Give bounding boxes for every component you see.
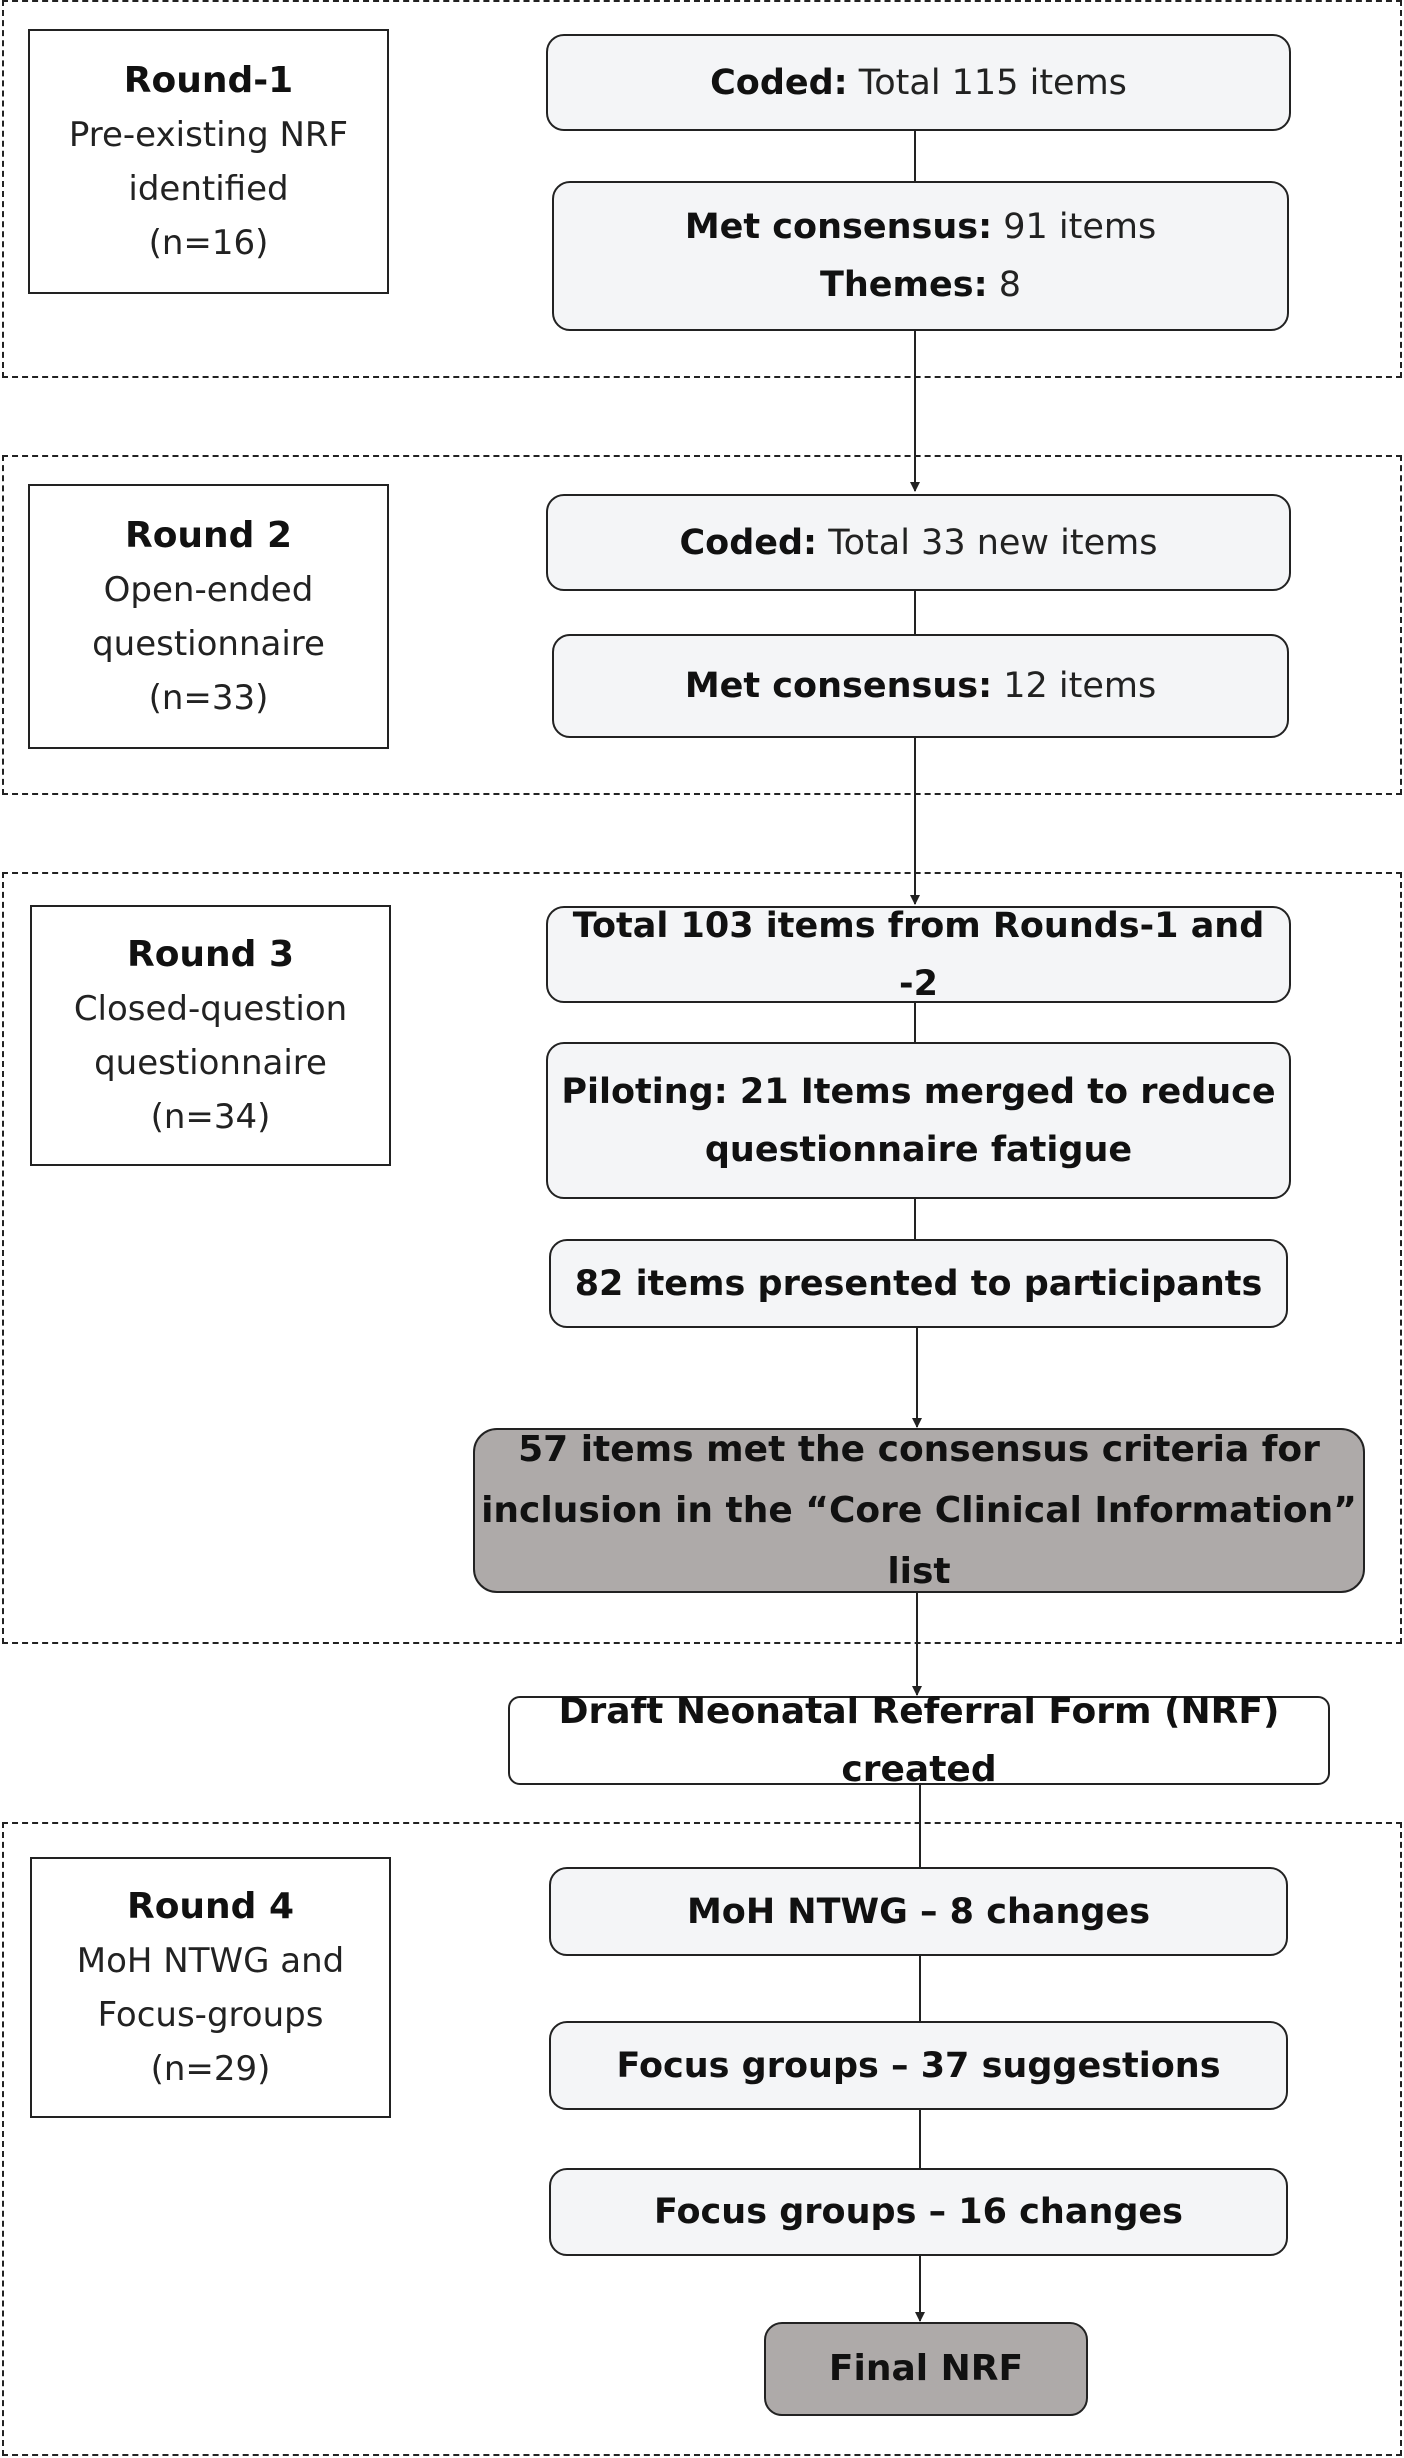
round-4-title: Round 4	[126, 1885, 295, 1927]
round-4-frame	[2, 1822, 1402, 2456]
coded-label: Coded:	[679, 522, 818, 563]
round-2-frame	[2, 455, 1402, 795]
met-consensus-label: Met consensus:	[684, 207, 993, 247]
met-consensus-value: 12 items	[992, 666, 1157, 706]
round-3-participants: (n=34)	[150, 1096, 271, 1137]
themes-value: 8	[987, 265, 1021, 305]
round-4-focus-changes-node: Focus groups – 16 changes	[549, 2168, 1288, 2256]
piloting-line-2: questionnaire fatigue	[704, 1129, 1133, 1170]
round-2-consensus-node: Met consensus: 12 items	[552, 634, 1289, 738]
round-1-consensus-node: Met consensus: 91 items Themes: 8	[552, 181, 1289, 331]
round-4-participants: (n=29)	[150, 2048, 271, 2089]
draft-nrf-node: Draft Neonatal Referral Form (NRF) creat…	[508, 1691, 1330, 1790]
coded-label: Coded:	[710, 62, 848, 103]
round-1-frame	[2, 0, 1402, 378]
round-4-moh-node: MoH NTWG – 8 changes	[549, 1867, 1288, 1956]
round-3-label: Round 3 Closed-question questionnaire (n…	[30, 905, 391, 1166]
round-1-title: Round-1	[123, 59, 294, 101]
piloting-line-1: Piloting: 21 Items merged to reduce	[561, 1071, 1276, 1112]
round-1-desc-line-2: identified	[128, 168, 289, 209]
moh-changes-text: MoH NTWG – 8 changes	[686, 1891, 1151, 1932]
criteria-line-1: 57 items met the consensus criteria for	[518, 1429, 1320, 1470]
round-2-desc-line-2: questionnaire	[92, 623, 325, 664]
met-consensus-value: 91 items	[992, 207, 1157, 247]
round-3-piloting-node: Piloting: 21 Items merged to reduce ques…	[546, 1042, 1291, 1199]
round-3-title: Round 3	[126, 933, 295, 975]
themes-label: Themes:	[820, 265, 988, 305]
round-4-desc-line-1: MoH NTWG and	[76, 1940, 345, 1981]
coded-value: Total 115 items	[847, 62, 1127, 103]
round-1-desc-line-1: Pre-existing NRF	[68, 114, 349, 155]
round-3-total-node: Total 103 items from Rounds-1 and -2	[546, 906, 1291, 1004]
round-3-consensus-criteria-node: 57 items met the consensus criteria for …	[473, 1428, 1365, 1593]
coded-value: Total 33 new items	[817, 522, 1158, 563]
round-4-label: Round 4 MoH NTWG and Focus-groups (n=29)	[30, 1857, 391, 2118]
round-1-coded-node: Coded: Total 115 items	[546, 34, 1291, 131]
total-items-text: Total 103 items from Rounds-1 and -2	[572, 905, 1265, 1004]
round-2-coded-node: Coded: Total 33 new items	[546, 494, 1291, 591]
round-4-desc-line-2: Focus-groups	[97, 1994, 324, 2035]
round-2-desc-line-1: Open-ended	[103, 569, 314, 610]
round-3-presented-node: 82 items presented to participants	[549, 1239, 1288, 1328]
met-consensus-label: Met consensus:	[684, 666, 993, 706]
round-2-participants: (n=33)	[148, 677, 269, 718]
round-3-desc-line-2: questionnaire	[94, 1042, 327, 1083]
criteria-line-2: inclusion in the “Core Clinical Informat…	[481, 1490, 1357, 1592]
round-1-label: Round-1 Pre-existing NRF identified (n=1…	[28, 29, 389, 294]
round-2-title: Round 2	[124, 514, 293, 556]
round-2-label: Round 2 Open-ended questionnaire (n=33)	[28, 484, 389, 749]
final-nrf-node: Final NRF	[764, 2322, 1088, 2416]
focus-changes-text: Focus groups – 16 changes	[654, 2192, 1183, 2232]
draft-nrf-text: Draft Neonatal Referral Form (NRF) creat…	[558, 1690, 1280, 1790]
round-3-frame	[2, 872, 1402, 1644]
final-nrf-text: Final NRF	[828, 2348, 1024, 2389]
round-4-focus-suggestions-node: Focus groups – 37 suggestions	[549, 2021, 1288, 2110]
presented-items-text: 82 items presented to participants	[574, 1263, 1263, 1304]
focus-suggestions-text: Focus groups – 37 suggestions	[616, 2045, 1221, 2086]
round-3-desc-line-1: Closed-question	[73, 988, 348, 1029]
round-1-participants: (n=16)	[148, 222, 269, 263]
